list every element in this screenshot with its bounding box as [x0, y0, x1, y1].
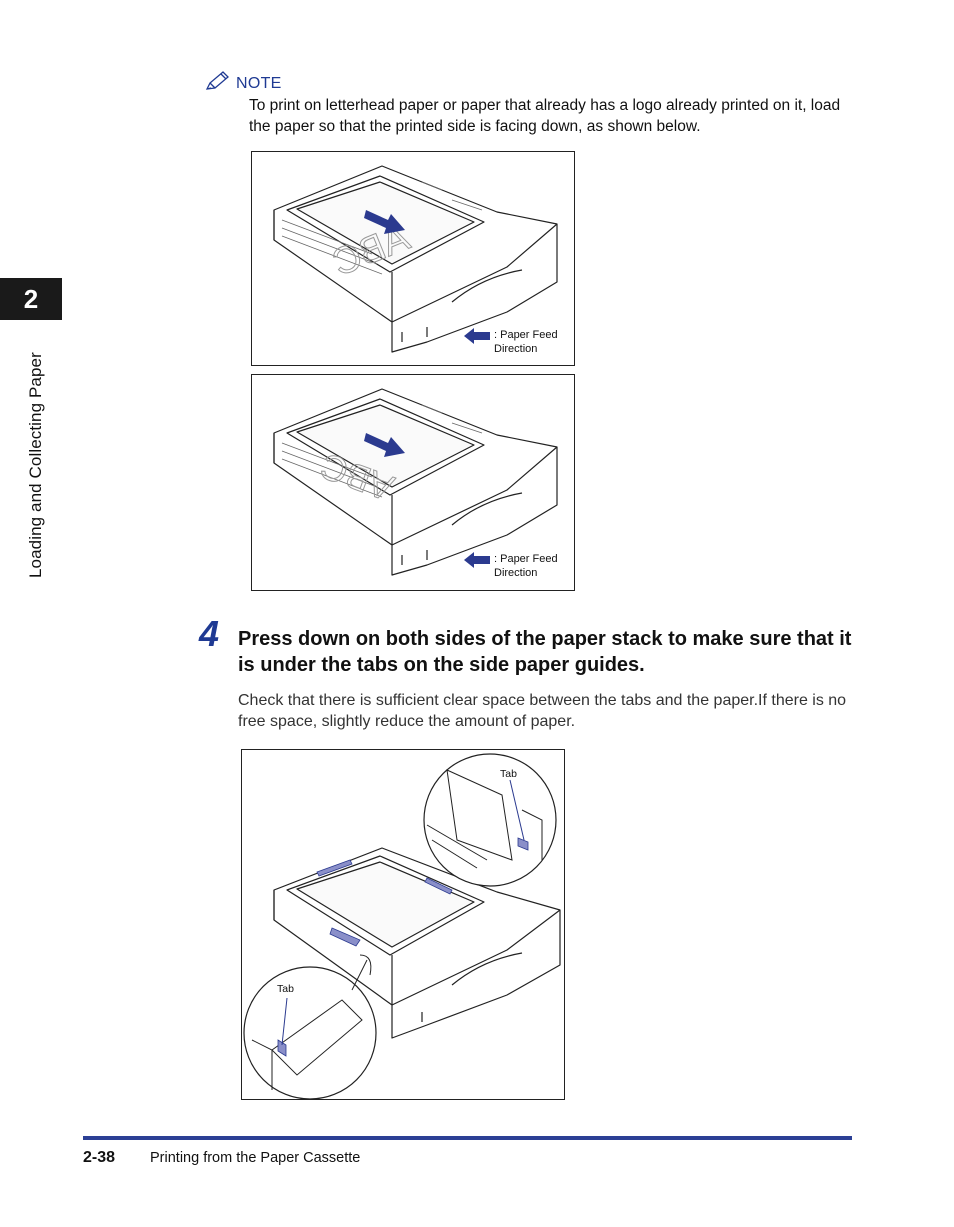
down-right-arrow-icon [364, 210, 405, 234]
tab-callout-lower: Tab [277, 983, 294, 995]
note-header: NOTE [204, 70, 282, 97]
chapter-title: Loading and Collecting Paper [26, 352, 45, 578]
feed-direction-legend: : Paper Feed Direction [464, 552, 558, 580]
footer-rule [83, 1136, 852, 1140]
figure-letterhead-top: ABC : Paper Feed Direction [251, 151, 575, 366]
note-label: NOTE [236, 74, 282, 92]
zoom-upper [423, 753, 557, 887]
tab-callout-upper: Tab [500, 768, 517, 780]
down-right-arrow-icon [364, 433, 405, 457]
step-body: Check that there is sufficient clear spa… [238, 692, 847, 730]
cassette-illustration: ABC [273, 165, 558, 353]
left-arrow-icon [464, 552, 490, 568]
footer-section-title: Printing from the Paper Cassette [150, 1150, 361, 1166]
chapter-tab: 2 [0, 278, 62, 320]
step-number: 4 [199, 613, 220, 654]
chapter-number: 2 [23, 283, 39, 314]
cassette-tabs-illustration [243, 753, 561, 1099]
cassette-illustration: ABC [273, 388, 558, 576]
pencil-icon [204, 70, 230, 97]
figure-tabs: Tab Tab [241, 749, 565, 1100]
legend-label: : Paper Feed Direction [494, 553, 558, 579]
page-number: 2-38 [83, 1149, 116, 1166]
feed-direction-legend: : Paper Feed Direction [464, 328, 558, 356]
zoom-lower [243, 954, 377, 1099]
legend-label: : Paper Feed Direction [494, 329, 558, 355]
note-text: To print on letterhead paper or paper th… [249, 97, 841, 135]
figure-letterhead-bottom: ABC : Paper Feed Direction [251, 374, 575, 591]
step-title: Press down on both sides of the paper st… [238, 628, 852, 676]
left-arrow-icon [464, 328, 490, 344]
